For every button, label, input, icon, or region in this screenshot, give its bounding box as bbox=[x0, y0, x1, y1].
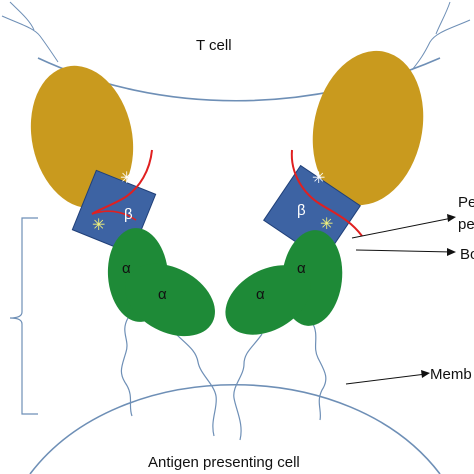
arrow-bond-head bbox=[447, 248, 456, 256]
right-alpha-label-2: α bbox=[256, 286, 265, 303]
right-alpha-domain-lower bbox=[225, 265, 311, 335]
arrow-peptide-head bbox=[447, 214, 456, 222]
left-alpha-label-1: α bbox=[122, 260, 131, 277]
left-bracket bbox=[9, 217, 38, 415]
arrow-membrane-head bbox=[421, 370, 430, 378]
t-cell-label: T cell bbox=[196, 37, 232, 54]
left-star-lower: ✳ bbox=[92, 217, 106, 234]
left-alpha-label-2: α bbox=[158, 286, 167, 303]
left-alpha-tether-2 bbox=[175, 333, 217, 437]
apc-label: Antigen presenting cell bbox=[148, 454, 300, 471]
right-alpha-tether-2 bbox=[233, 333, 263, 441]
right-label-membrane: Memb bbox=[430, 366, 472, 383]
left-top-tether bbox=[1, 15, 59, 63]
right-peptide-loop bbox=[290, 149, 363, 237]
left-peptide-lower bbox=[91, 210, 137, 221]
right-top-tether bbox=[411, 19, 471, 71]
right-top-tether-2 bbox=[435, 1, 451, 35]
right-alpha-label-1: α bbox=[297, 260, 306, 277]
left-top-tether-2 bbox=[9, 1, 35, 31]
arrow-bond bbox=[355, 249, 453, 253]
right-beta-label: β bbox=[297, 202, 306, 219]
left-tcr-domain bbox=[30, 65, 134, 209]
apc-membrane bbox=[29, 384, 441, 474]
right-star-upper: ✳ bbox=[312, 170, 326, 187]
left-alpha-tether bbox=[120, 317, 133, 417]
left-star-upper: ✳ bbox=[120, 170, 134, 187]
arrow-membrane bbox=[345, 373, 427, 385]
right-label-peptide-2: pe bbox=[458, 216, 474, 233]
left-alpha-domain-lower bbox=[125, 263, 215, 337]
right-alpha-tether bbox=[311, 321, 327, 421]
right-beta-domain bbox=[263, 164, 361, 262]
right-label-bond: Bo bbox=[460, 246, 474, 263]
left-peptide-loop bbox=[91, 149, 153, 215]
arrow-peptide bbox=[351, 217, 453, 239]
right-label-peptide-1: Pe bbox=[458, 194, 474, 211]
right-star-lower: ✳ bbox=[320, 216, 334, 233]
right-tcr-domain bbox=[312, 50, 424, 206]
left-beta-label: β bbox=[124, 206, 133, 223]
